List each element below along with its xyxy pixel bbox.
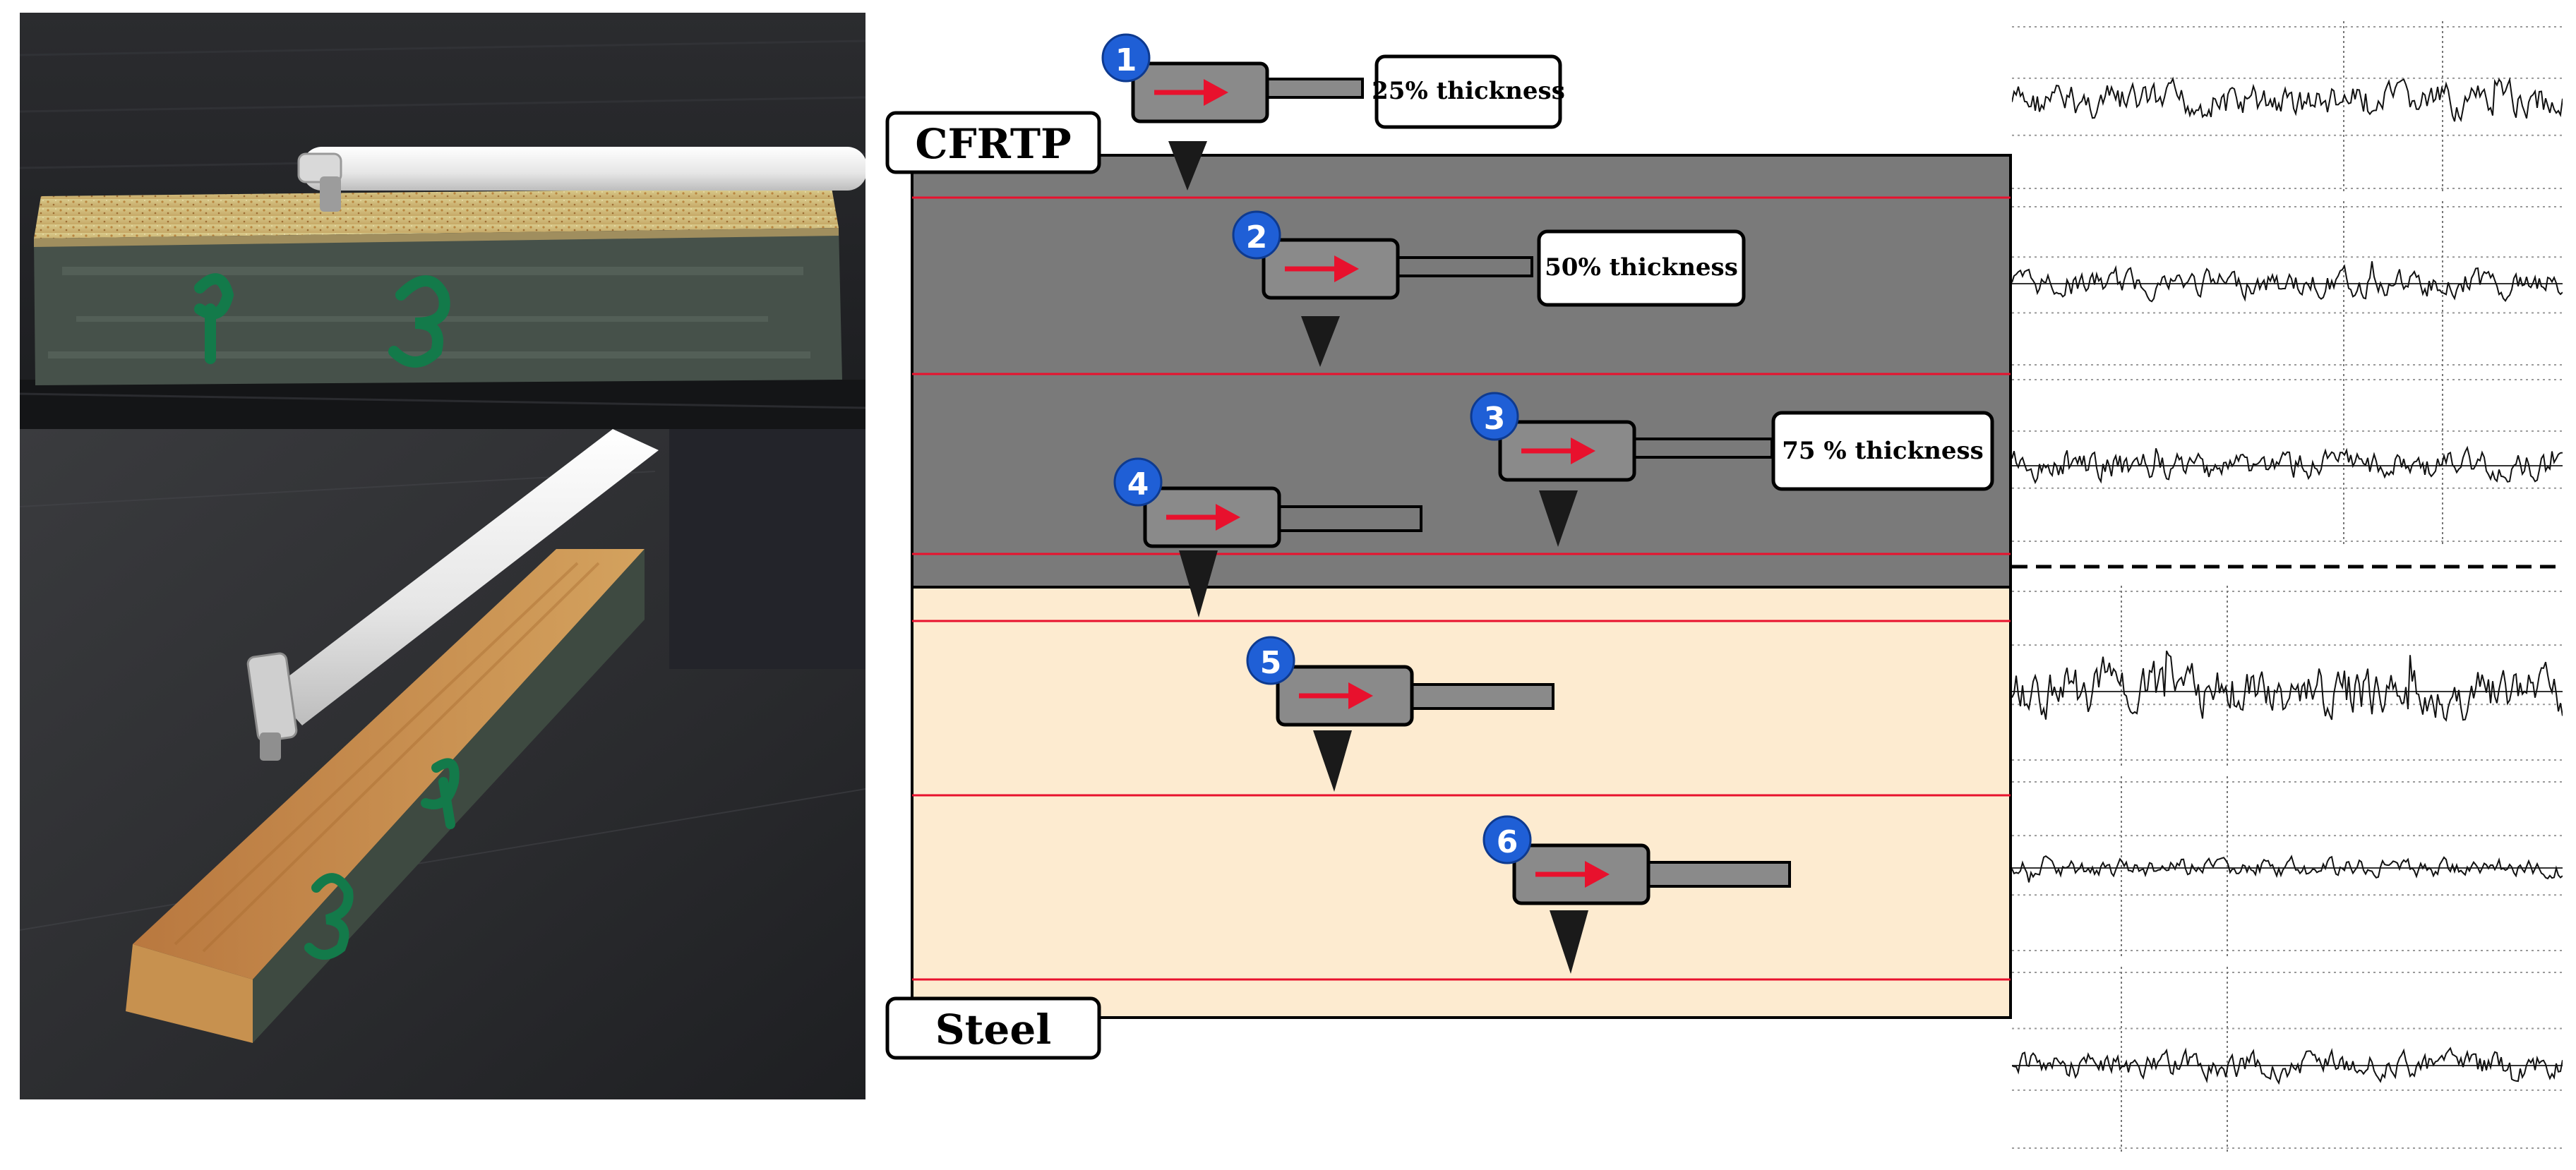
- cfrtp-label-text: CFRTP: [915, 120, 1071, 168]
- trace-panel-5: [2012, 776, 2563, 956]
- steel-layer: [911, 586, 2012, 1019]
- probe-1-number: 1: [1115, 42, 1137, 78]
- steel-label: Steel: [885, 996, 1101, 1060]
- trace-signal-1: [2012, 76, 2563, 123]
- cfrtp-label: CFRTP: [885, 111, 1101, 174]
- trace-signal-6: [2012, 1047, 2563, 1085]
- specimen-angled-end-face: [126, 944, 253, 1043]
- probe-rod-top: [297, 147, 865, 212]
- specimen-marking: [194, 273, 450, 368]
- specimen-side-face: [34, 228, 842, 385]
- probe-6-number: 6: [1497, 824, 1518, 860]
- probe-rod-bottom: [246, 429, 659, 761]
- trace-signal-3: [2012, 445, 2563, 485]
- trace-panel-1: [2012, 21, 2563, 194]
- probe-1: 1 25% thickness: [1101, 33, 1565, 191]
- steel-label-text: Steel: [935, 1006, 1052, 1054]
- trace-panel-2: [2012, 201, 2563, 370]
- probe-6: 6: [1482, 815, 1791, 974]
- cfrtp-layer: [911, 154, 2012, 589]
- probe-4: 4: [1113, 457, 1422, 617]
- probe-3-number: 3: [1484, 401, 1506, 437]
- probe-3: 3 75 % thickness: [1470, 392, 1994, 547]
- probe-1-thickness: 25% thickness: [1372, 77, 1565, 105]
- specimen-photos: [20, 13, 865, 1099]
- scan-lines: [912, 196, 2011, 981]
- probe-2-thickness: 50% thickness: [1545, 253, 1738, 282]
- trace-signal-2: [2012, 261, 2563, 303]
- probe-5: 5: [1246, 636, 1554, 792]
- probe-depth-diagram: CFRTP Steel 1 25% thickness 2 50% thickn…: [885, 33, 2012, 1060]
- photo-top: [20, 13, 865, 429]
- trace-signal-4: [2012, 650, 2563, 722]
- trace-signal-5: [2012, 855, 2563, 883]
- specimen-top-face: [34, 188, 839, 239]
- specimen-angled-top-face: [133, 549, 645, 979]
- probe-2: 2 50% thickness: [1232, 210, 1746, 367]
- probe-4-number: 4: [1127, 466, 1149, 502]
- trace-panel-6: [2012, 967, 2563, 1154]
- probe-2-number: 2: [1246, 219, 1268, 255]
- probe-3-thickness: 75 % thickness: [1782, 437, 1984, 465]
- roughness-traces: [2012, 21, 2563, 1154]
- trace-panel-4: [2012, 586, 2563, 766]
- trace-panel-3: [2012, 374, 2563, 547]
- probe-5-number: 5: [1260, 645, 1282, 681]
- photo-bottom: [20, 429, 865, 1099]
